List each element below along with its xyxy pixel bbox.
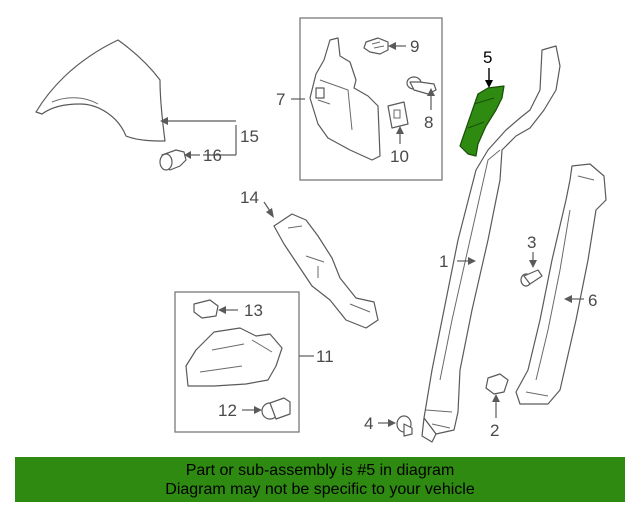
callout-6[interactable]: 6 bbox=[588, 291, 597, 310]
part-14-bracket[interactable] bbox=[273, 213, 379, 329]
callout-1[interactable]: 1 bbox=[439, 252, 448, 271]
callout-14-group: 14 bbox=[240, 188, 274, 218]
callout-10[interactable]: 10 bbox=[390, 147, 409, 166]
callout-8-group: 8 bbox=[424, 88, 435, 132]
exploded-parts-diagram: 15 16 7 9 8 bbox=[35, 17, 607, 443]
callout-11[interactable]: 11 bbox=[316, 347, 334, 366]
callout-12[interactable]: 12 bbox=[218, 401, 237, 420]
part-9-clip[interactable] bbox=[363, 37, 389, 55]
callout-16-group: 16 bbox=[184, 146, 222, 165]
part-3-pin[interactable] bbox=[520, 269, 543, 287]
callout-7-group: 7 bbox=[276, 90, 305, 109]
callout-10-group: 10 bbox=[390, 126, 409, 166]
callout-2[interactable]: 2 bbox=[490, 421, 499, 440]
part-4-screw[interactable] bbox=[396, 415, 413, 437]
callout-1-group: 1 bbox=[439, 252, 476, 271]
callout-4[interactable]: 4 bbox=[364, 414, 373, 433]
part-7-bracket[interactable] bbox=[309, 37, 381, 161]
callout-4-group: 4 bbox=[364, 414, 396, 433]
part-5-highlighted[interactable] bbox=[459, 85, 505, 157]
part-11-housing[interactable] bbox=[185, 327, 283, 387]
callout-3-group: 3 bbox=[527, 233, 537, 268]
callout-9[interactable]: 9 bbox=[410, 37, 419, 56]
callout-15-group: 15 bbox=[160, 117, 259, 156]
part-12-pin[interactable] bbox=[261, 397, 291, 420]
callout-11-group: 11 bbox=[299, 347, 334, 366]
callout-13[interactable]: 13 bbox=[244, 301, 263, 320]
callout-3[interactable]: 3 bbox=[527, 233, 536, 252]
part-2-clip[interactable] bbox=[485, 373, 509, 395]
notice-line-1: Part or sub-assembly is #5 in diagram bbox=[185, 462, 455, 479]
part-10-pad[interactable] bbox=[387, 101, 409, 129]
detail-box-11 bbox=[174, 291, 300, 433]
callout-5[interactable]: 5 bbox=[483, 48, 492, 67]
callout-16[interactable]: 16 bbox=[203, 146, 222, 165]
part-15-quarter-panel[interactable] bbox=[35, 39, 166, 142]
callout-12-group: 12 bbox=[218, 401, 262, 420]
callout-2-group: 2 bbox=[490, 394, 500, 440]
callout-6-group: 6 bbox=[564, 291, 597, 310]
callout-7[interactable]: 7 bbox=[276, 90, 285, 109]
part-13-clip[interactable] bbox=[193, 299, 219, 319]
part-16-pin[interactable] bbox=[159, 149, 187, 171]
callout-14[interactable]: 14 bbox=[240, 188, 259, 207]
part-1-pillar-trim[interactable] bbox=[421, 45, 561, 443]
callout-13-group: 13 bbox=[218, 301, 263, 320]
callout-9-group: 9 bbox=[388, 37, 419, 56]
part-6-rail[interactable] bbox=[515, 163, 607, 405]
notice-banner: Part or sub-assembly is #5 in diagram Di… bbox=[15, 457, 625, 502]
callout-8[interactable]: 8 bbox=[424, 113, 433, 132]
callout-5-group: 5 bbox=[483, 48, 493, 88]
notice-line-2: Diagram may not be specific to your vehi… bbox=[165, 481, 475, 498]
callout-15[interactable]: 15 bbox=[240, 127, 259, 146]
